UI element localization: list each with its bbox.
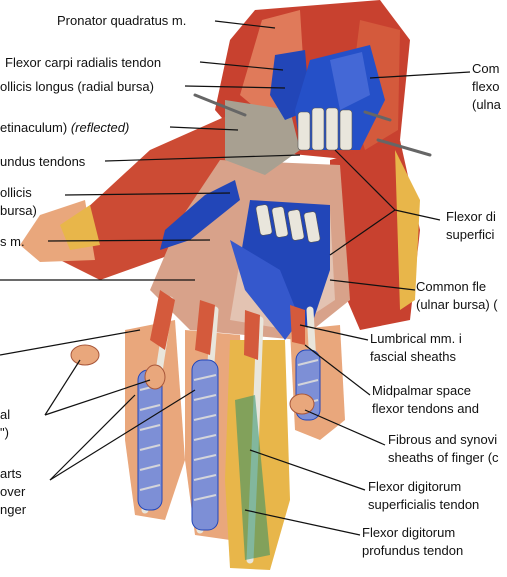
label-retinaculum-text: etinaculum) <box>0 120 71 135</box>
digital-sheaths <box>137 349 321 531</box>
label-midpalmar-2: flexor tendons and <box>372 401 479 416</box>
label-fcr-tendon: Flexor carpi radialis tendon <box>5 55 162 70</box>
label-common-flexor-ulnar-2: (ulnar bursa) ( <box>416 297 498 312</box>
wrist-tendons <box>255 107 353 243</box>
lumbrical-muscles <box>150 290 305 360</box>
retractor-instruments <box>193 93 432 157</box>
label-left-over: over <box>0 484 26 499</box>
ulnar-bursa-highlight <box>330 52 370 110</box>
leader-lines <box>0 20 471 536</box>
label-left-paren: ") <box>0 425 9 440</box>
label-lumbrical-2: fascial sheaths <box>370 349 456 364</box>
label-pronator-quadratus: Pronator quadratus m. <box>57 13 187 28</box>
label-midpalmar-1: Midpalmar space <box>372 383 471 398</box>
label-profundus-tendons: undus tendons <box>0 154 86 169</box>
label-left-nger: nger <box>0 502 27 517</box>
thumb-fat <box>60 205 100 250</box>
label-flexor-dig-superficialis-1: Flexor di <box>446 209 496 224</box>
hypothenar-fat <box>395 150 420 310</box>
label-fdp-tendon-1: Flexor digitorum <box>362 525 456 540</box>
label-fibrous-sheaths-2: sheaths of finger (c <box>388 450 499 465</box>
label-pollicis-line2: bursa) <box>0 203 37 218</box>
label-fibrous-sheaths-1: Fibrous and synovi <box>388 432 498 447</box>
label-flexor-dig-superficialis-2: superfici <box>446 227 495 242</box>
label-retinaculum: etinaculum) (reflected) <box>0 119 129 136</box>
label-fpl-radial-bursa: ollicis longus (radial bursa) <box>0 79 154 94</box>
label-reflected-italic: (reflected) <box>70 120 130 135</box>
opened-finger-sheath <box>235 395 270 560</box>
label-common-flexor-ulnar-1: Common fle <box>416 279 487 294</box>
label-fds-tendon-1: Flexor digitorum <box>368 479 462 494</box>
label-common-flexor-top-3: (ulna <box>472 97 501 112</box>
label-s-muscle: s m. <box>0 234 25 249</box>
finger-tips <box>70 344 315 415</box>
palmar-sheath-lower <box>230 240 300 340</box>
label-fds-tendon-2: superficialis tendon <box>368 497 480 512</box>
label-left-arts: arts <box>0 466 22 481</box>
thumb-sheath <box>160 180 240 250</box>
label-pollicis-line1: ollicis <box>0 185 32 200</box>
label-left-al: al <box>0 407 11 422</box>
label-lumbrical-1: Lumbrical mm. i <box>370 331 462 346</box>
label-common-flexor-top-1: Com <box>472 61 500 76</box>
label-fdp-tendon-2: profundus tendon <box>362 543 464 558</box>
label-common-flexor-top-2: flexo <box>472 79 500 94</box>
